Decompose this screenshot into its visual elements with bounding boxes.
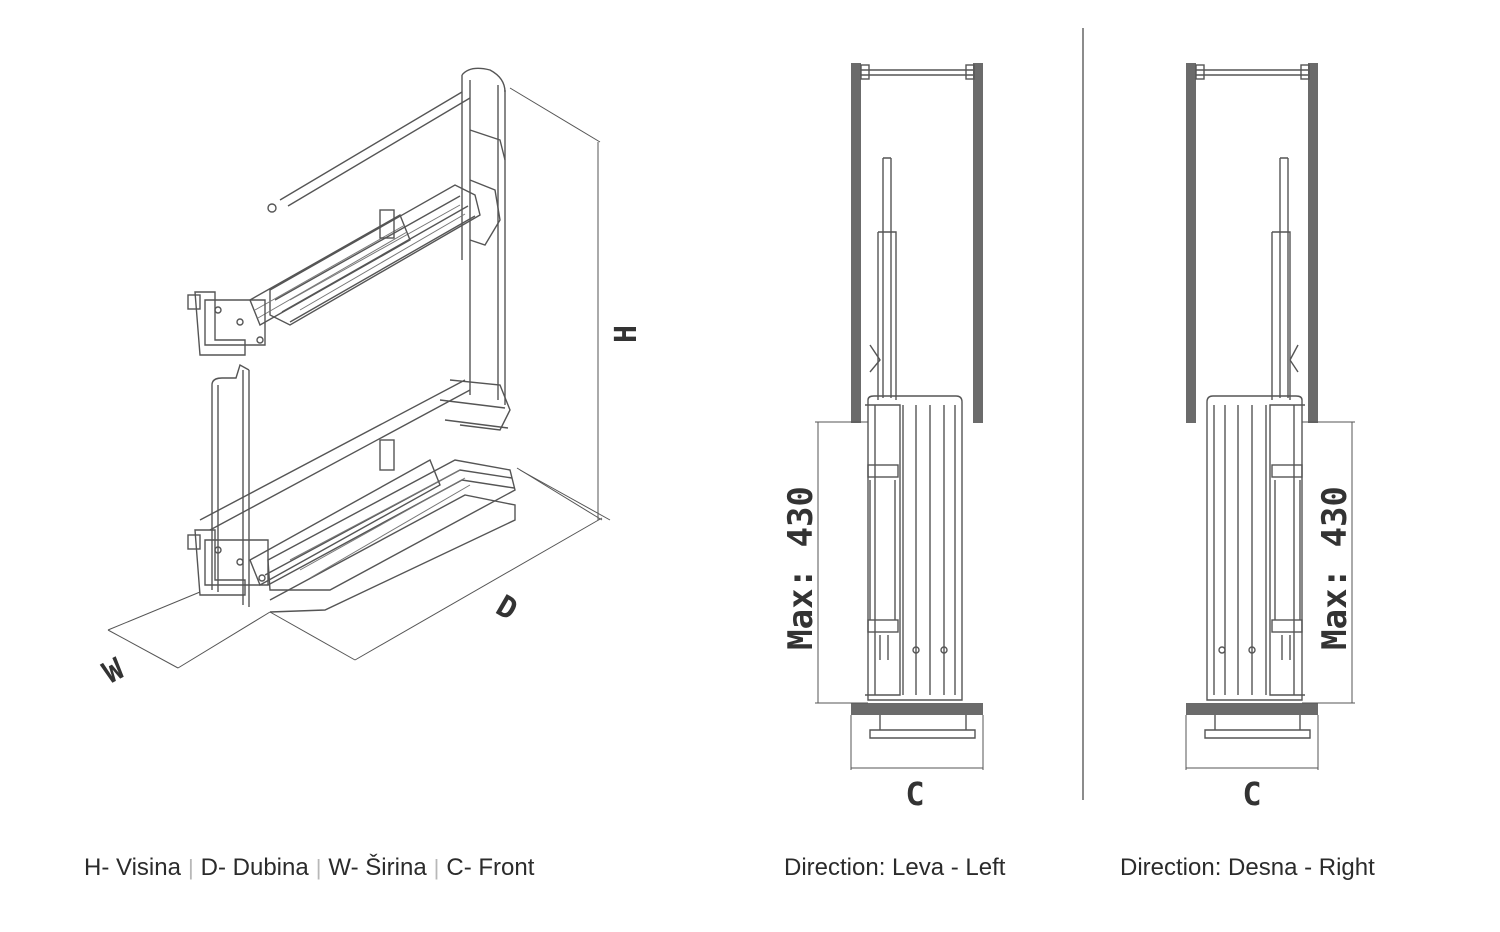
max-label-left: Max: 430: [781, 486, 821, 650]
legend-separator: |: [187, 855, 194, 880]
front-label-right: C: [1242, 775, 1261, 813]
right-direction-view: [1185, 63, 1355, 770]
legend-w: W- Širina: [328, 854, 427, 881]
left-direction-view: [815, 63, 984, 770]
legend-h: H- Visina: [84, 854, 181, 881]
max-label-right: Max: 430: [1315, 486, 1355, 650]
legend-d: D- Dubina: [200, 854, 309, 881]
legend-separator: |: [315, 855, 322, 880]
height-label: H: [609, 325, 644, 343]
isometric-basket: [187, 67, 516, 613]
legend-separator: |: [433, 855, 440, 880]
front-label-left: C: [905, 775, 924, 813]
dimension-lines-iso: [107, 87, 611, 669]
dimension-legend: H- Visina|D- Dubina|W- Širina|C- Front: [84, 854, 534, 882]
width-label: W: [97, 651, 130, 691]
caption-left-direction: Direction: Leva - Left: [784, 854, 1006, 881]
legend-c: C- Front: [446, 854, 535, 881]
depth-label: D: [490, 589, 523, 628]
caption-right-direction: Direction: Desna - Right: [1120, 854, 1375, 881]
